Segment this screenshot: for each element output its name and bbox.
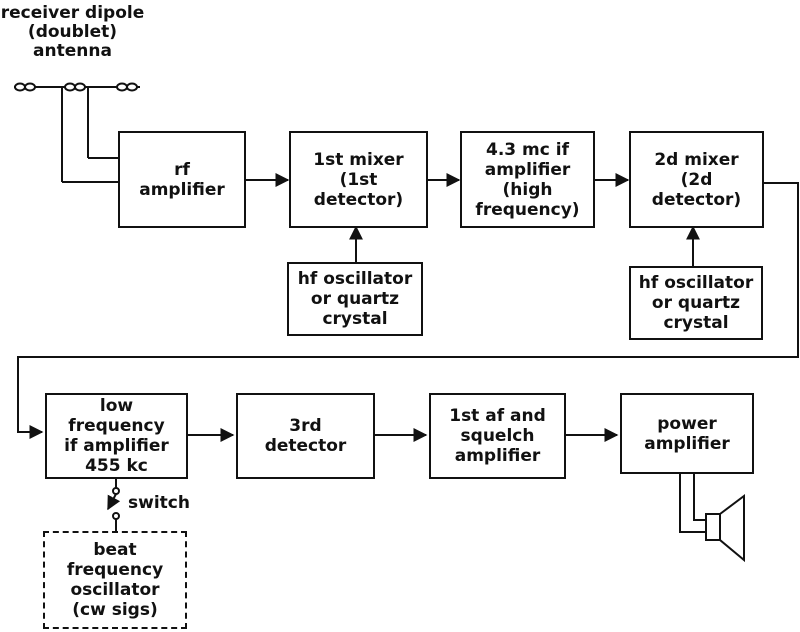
- bfo-block: beat frequency oscillator (cw sigs): [43, 531, 187, 629]
- if-43mc-amplifier-block: 4.3 mc if amplifier (high frequency): [460, 131, 595, 228]
- switch-icon: [107, 478, 121, 532]
- antenna-icon: [14, 82, 140, 183]
- hf-oscillator-1-block: hf oscillator or quartz crystal: [287, 262, 423, 336]
- low-frequency-if-block: low frequency if amplifier 455 kc: [45, 393, 188, 479]
- hf-oscillator-2-block: hf oscillator or quartz crystal: [629, 266, 763, 340]
- af-squelch-amplifier-block: 1st af and squelch amplifier: [429, 393, 566, 479]
- third-detector-block: 3rd detector: [236, 393, 375, 479]
- power-amplifier-block: power amplifier: [620, 393, 754, 474]
- antenna-label: receiver dipole (doublet) antenna: [0, 3, 145, 61]
- second-mixer-block: 2d mixer (2d detector): [629, 131, 764, 228]
- arrow-mixer2-wrap: [17, 182, 799, 439]
- switch-label: switch: [128, 493, 190, 513]
- speaker-icon: [679, 473, 745, 563]
- first-mixer-block: 1st mixer (1st detector): [289, 131, 428, 228]
- rf-amplifier-block: rf amplifier: [118, 131, 246, 228]
